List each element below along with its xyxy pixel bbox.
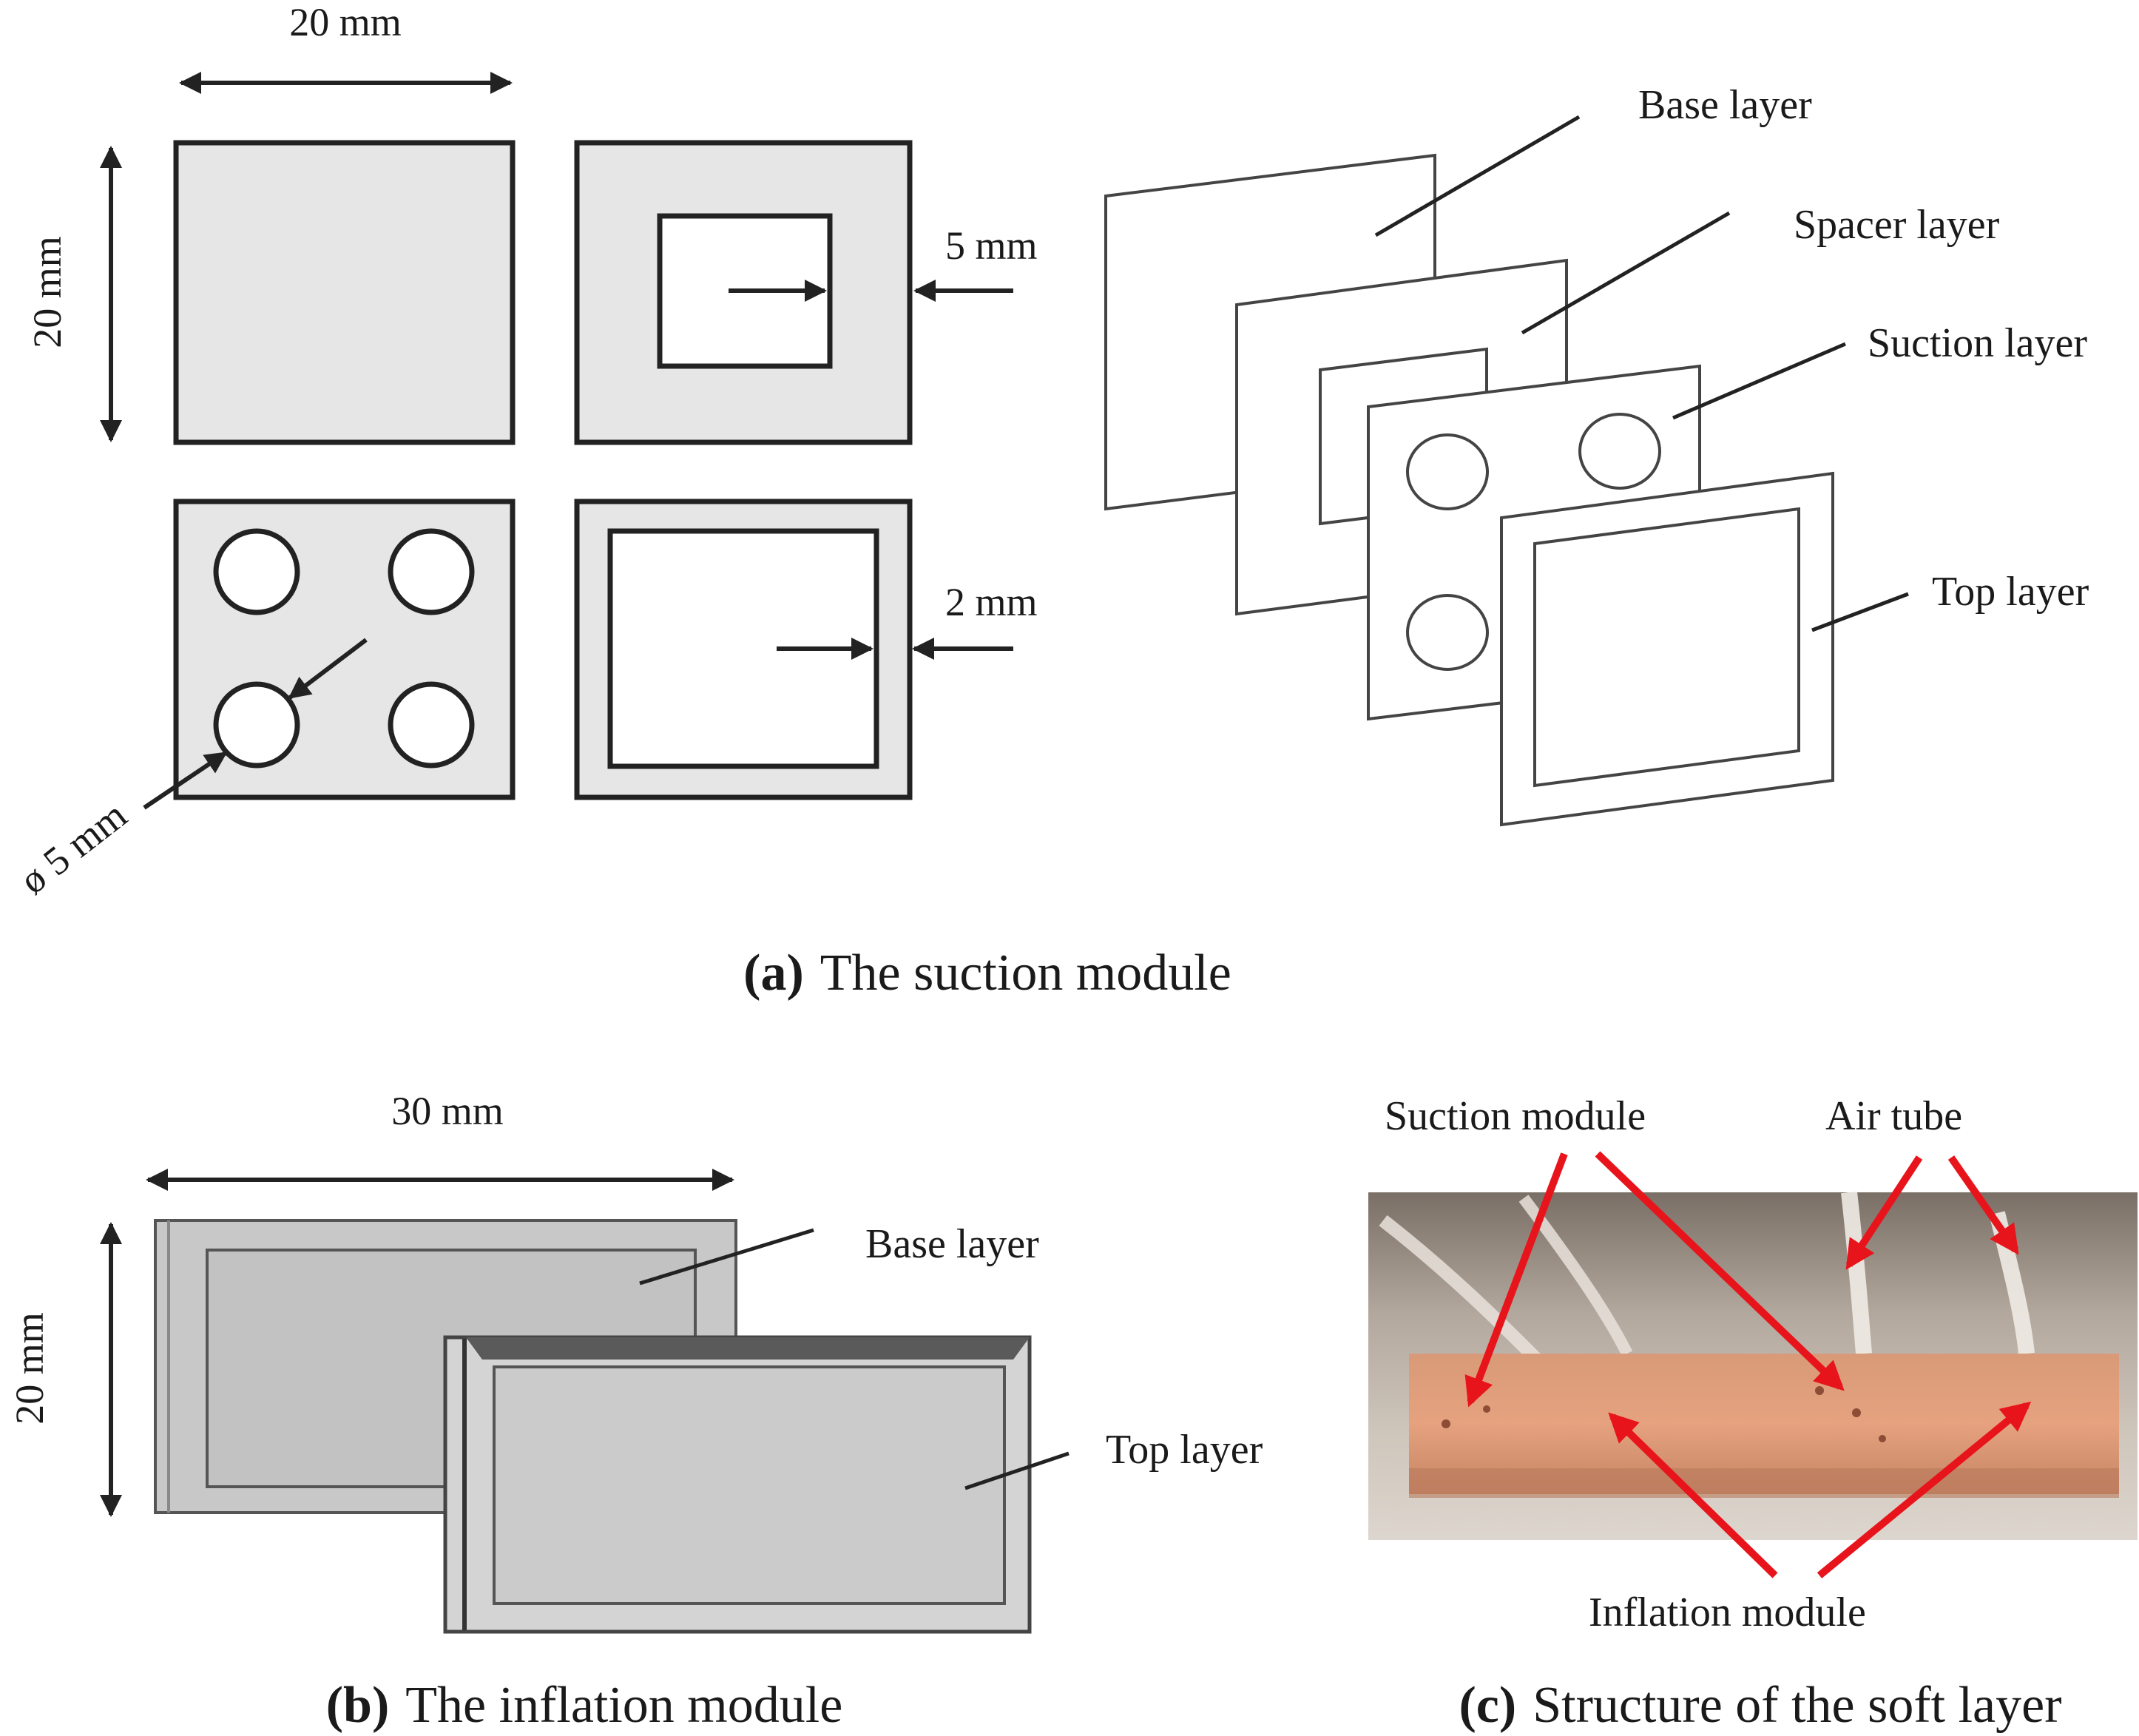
leader-base <box>1374 115 1581 237</box>
red-arrow-suction-1 <box>1464 1152 1568 1408</box>
caption-a: (a) The suction module <box>743 945 1231 1002</box>
panel-a-exploded: Base layer Spacer layer Suction layer To… <box>1104 82 2089 827</box>
leader-suction <box>1672 342 1846 420</box>
photo-dot <box>1815 1386 1824 1395</box>
label-top-layer: Top layer <box>1932 569 2089 615</box>
leader-b-base <box>639 1228 814 1286</box>
label-air-tube: Air tube <box>1825 1093 1962 1139</box>
leader-top <box>1811 592 1909 632</box>
caption-c-letter: (c) <box>1459 1677 1516 1734</box>
red-arrow-air-2 <box>1947 1155 2019 1255</box>
photo-dot <box>1852 1408 1861 1417</box>
label-inflation-module: Inflation module <box>1589 1590 1866 1635</box>
red-arrow-air-1 <box>1845 1155 1923 1270</box>
label-spacer-layer: Spacer layer <box>1794 202 2000 248</box>
leader-b-top <box>964 1451 1070 1490</box>
caption-a-text: The suction module <box>820 945 1231 1002</box>
exploded-top-window <box>1533 507 1800 788</box>
dim-top-label: 2 mm <box>945 580 1038 624</box>
exploded-suction-hole <box>1406 594 1489 671</box>
dim-hole-arrow-in <box>288 638 368 700</box>
photo-dot <box>1442 1419 1450 1428</box>
label-b-top-layer: Top layer <box>1106 1427 1263 1473</box>
air-tube <box>1841 1191 1872 1354</box>
caption-b-text: The inflation module <box>405 1677 842 1734</box>
panel-b: 30 mm 20 mm Base layer Top layer <box>7 1089 1263 1634</box>
exploded-suction-hole <box>1578 413 1661 490</box>
inflation-top-bevel <box>466 1337 1030 1360</box>
suction-hole <box>388 681 475 769</box>
dim-hole-label: ø 5 mm <box>11 792 135 902</box>
dim-height-label: 20 mm <box>25 236 70 348</box>
base-layer-plate <box>173 140 516 445</box>
label-suction-module: Suction module <box>1385 1093 1646 1139</box>
suction-hole <box>213 681 300 769</box>
dim-hole-arrow-out <box>143 751 228 810</box>
inflation-top-inner <box>493 1365 1006 1605</box>
leader-spacer <box>1521 211 1731 335</box>
red-arrow-inflation-1 <box>1608 1412 1778 1578</box>
exploded-suction-hole <box>1406 433 1489 510</box>
label-b-base-layer: Base layer <box>865 1221 1039 1267</box>
caption-c: (c) Structure of the soft layer <box>1459 1677 2061 1734</box>
photo-dot <box>1483 1405 1490 1413</box>
soft-layer-bottom <box>1409 1468 2119 1498</box>
suction-hole <box>388 528 475 615</box>
photo-dot <box>1879 1435 1886 1442</box>
caption-a-letter: (a) <box>743 945 804 1002</box>
dim-spacer-label: 5 mm <box>945 223 1038 268</box>
label-base-layer: Base layer <box>1638 82 1812 128</box>
air-tube <box>1379 1215 1544 1366</box>
caption-b-letter: (b) <box>326 1677 390 1734</box>
dim-b-height-label: 20 mm <box>7 1312 52 1425</box>
caption-c-text: Structure of the soft layer <box>1533 1677 2061 1734</box>
red-arrow-inflation-2 <box>1817 1401 2032 1578</box>
dim-b-width-label: 30 mm <box>391 1089 504 1133</box>
label-suction-layer: Suction layer <box>1868 320 2087 366</box>
panel-c: Suction module Air tube Inflation module <box>1368 1093 2138 1635</box>
caption-b: (b) The inflation module <box>326 1677 843 1734</box>
panel-a: 20 mm 20 mm 5 mm ø 5 mm 2 mm <box>11 0 1037 902</box>
suction-hole <box>213 528 300 615</box>
red-arrow-suction-2 <box>1595 1151 1845 1391</box>
dim-width-label: 20 mm <box>289 0 402 44</box>
